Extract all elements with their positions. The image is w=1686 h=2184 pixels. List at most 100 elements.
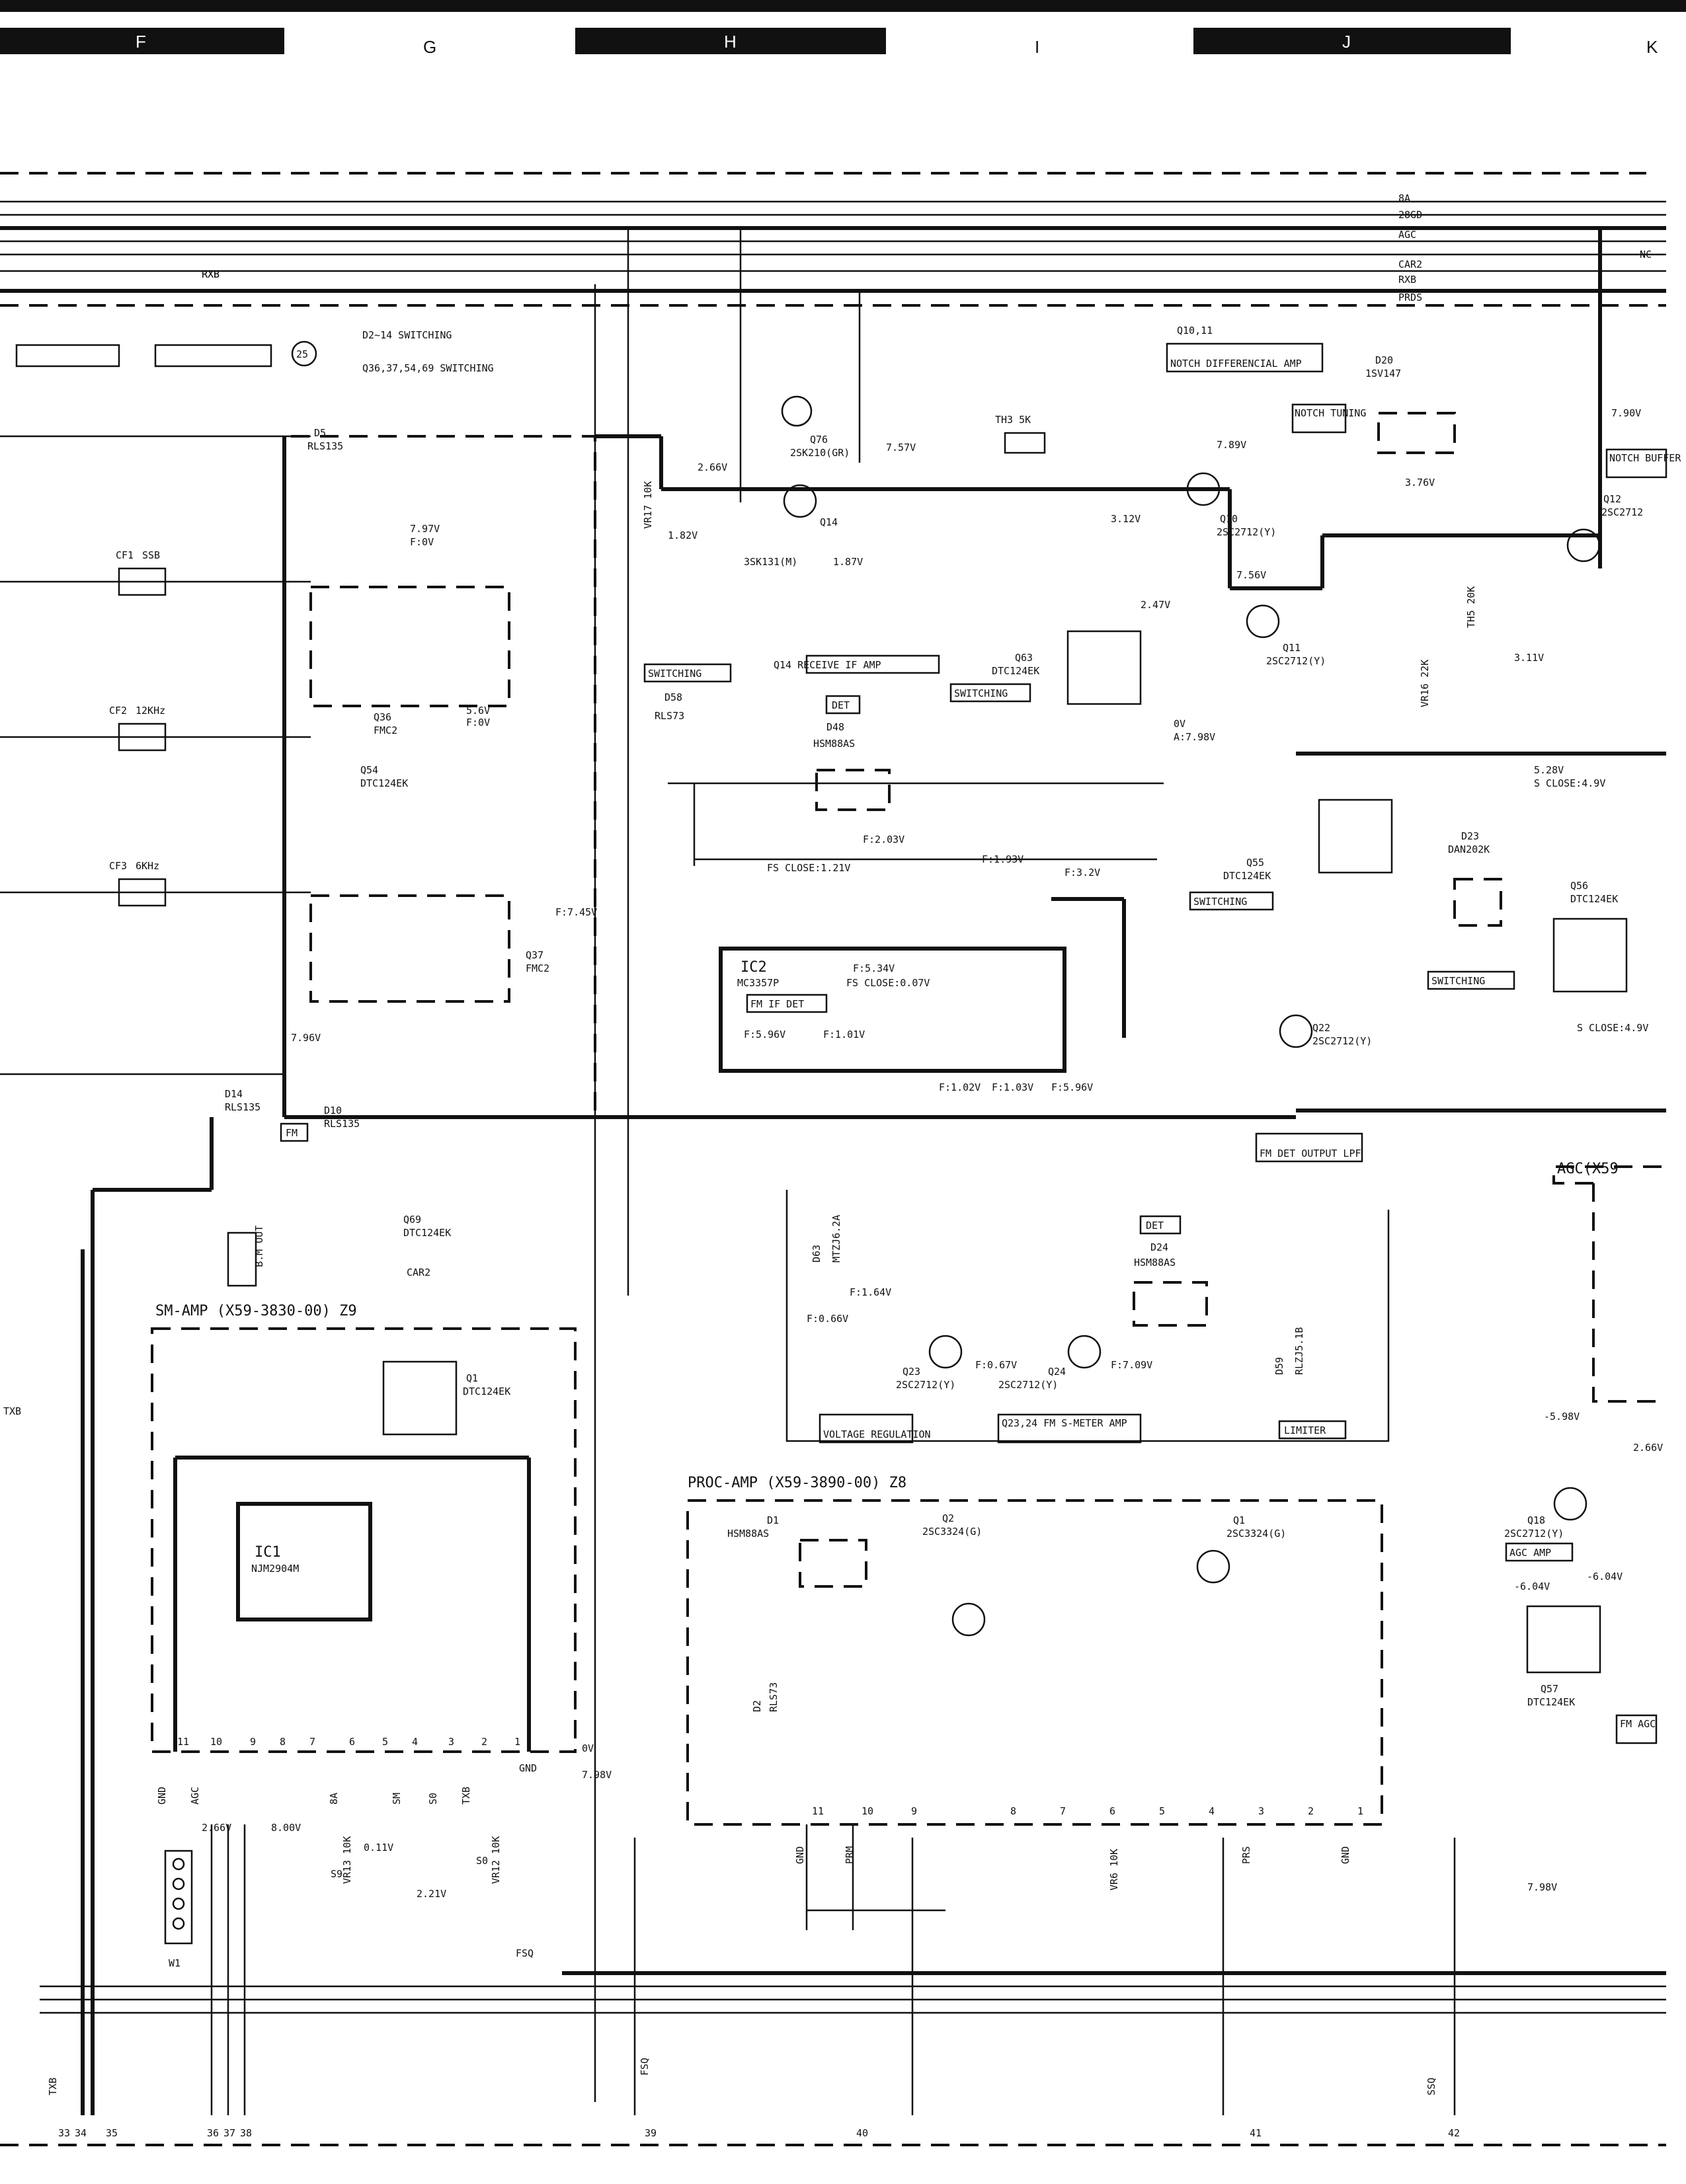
proc-amp-title: PROC-AMP (X59-3890-00) Z8 (688, 1475, 906, 1491)
zone-label-j: J (1342, 32, 1351, 52)
bus-label-rxb-left: RXB (202, 268, 220, 280)
proc-pin-8: 8 (1010, 1805, 1016, 1817)
d48-ref: D48 (826, 721, 844, 733)
q57-symbol (1526, 1605, 1601, 1674)
proc-d2-part: RLS73 (768, 1682, 780, 1712)
filter-cf1 (118, 567, 167, 596)
q37-package (309, 894, 510, 1003)
v-s-close-4-9-b: S CLOSE:4.9V (1577, 1022, 1648, 1034)
bus-label-nc: NC (1640, 249, 1652, 260)
d23-switching-section: Q55 DTC124EK SWITCHING Q56 DTC124EK D23 … (1189, 752, 1666, 1034)
bus-label-car2: CAR2 (1398, 258, 1422, 270)
label-voltage-regulation: VOLTAGE REGULATION (823, 1428, 931, 1440)
proc-pin-10: 10 (862, 1805, 873, 1817)
if-notch-section: Q76 2SK210(GR) Q14 3SK131(M) Q10 2SC2712… (594, 228, 1681, 2102)
filter-cf3-ref: CF3 (109, 860, 127, 872)
q23-ref: Q23 (903, 1366, 920, 1378)
v-neg-6-04-a: -6.04V (1514, 1580, 1550, 1592)
q24-ref: Q24 (1048, 1366, 1066, 1378)
q12-part: 2SC2712 (1601, 506, 1643, 518)
q11-symbol (1246, 604, 1280, 639)
v-5-6: 5.6V (466, 705, 490, 717)
v-f-0-67: F:0.67V (975, 1359, 1017, 1371)
v-7-57: 7.57V (886, 442, 916, 453)
q36-ref: Q36 (374, 711, 391, 723)
v-3-76: 3.76V (1405, 477, 1435, 488)
v-7-96: 7.96V (291, 1032, 321, 1044)
v-f0-b: F:0V (466, 717, 490, 728)
v-f-5-34: F:5.34V (853, 962, 895, 974)
proc-pin-name-gnd-a: GND (794, 1846, 806, 1864)
v-3-12: 3.12V (1111, 513, 1141, 525)
bus-label-rxb: RXB (1398, 274, 1416, 286)
ic2-part: MC3357P (737, 977, 779, 989)
v-f745: F:7.45V (555, 906, 597, 918)
proc-pin-1: 1 (1357, 1805, 1363, 1817)
d23-package (1453, 878, 1502, 927)
d48-part: HSM88AS (813, 738, 855, 750)
pin-40: 40 (856, 2127, 868, 2139)
pin-42: 42 (1448, 2127, 1460, 2139)
zone-label-h: H (724, 32, 737, 52)
q11-ref: Q11 (1283, 642, 1301, 654)
sm-pin-name-txb: TXB (460, 1787, 472, 1805)
v-5-28: 5.28V (1534, 764, 1564, 776)
v-f-0-66: F:0.66V (807, 1313, 848, 1325)
sm-pin-6: 6 (349, 1736, 355, 1748)
proc-q1-ref: Q1 (1233, 1514, 1245, 1526)
proc-pin-2: 2 (1308, 1805, 1314, 1817)
proc-q2-part: 2SC3324(G) (922, 1526, 982, 1538)
bus-label-agc: AGC (1398, 229, 1416, 241)
d24-ref: D24 (1150, 1241, 1168, 1253)
v-2-66-sm: 2.66V (202, 1822, 231, 1834)
vr17-label: VR17 10K (642, 481, 654, 529)
filter-cf2 (118, 722, 167, 752)
q10-ref: Q10 (1220, 513, 1238, 525)
label-notch-buffer: NOTCH BUFFER (1609, 452, 1681, 464)
v-f-2-03: F:2.03V (863, 834, 904, 845)
zone-label-f: F (136, 32, 146, 52)
label-fm-smeter-amp: Q23,24 FM S-METER AMP (1002, 1417, 1127, 1429)
v-f-5-96-a: F:5.96V (744, 1029, 785, 1040)
filter-cf1-ref: CF1 (116, 549, 134, 561)
ic1-ref: IC1 (255, 1544, 281, 1561)
v-1-82: 1.82V (668, 529, 698, 541)
q37-ref: Q37 (526, 949, 543, 961)
label-vr6: VR6 10K (1108, 1849, 1120, 1891)
agc-section: AGC(X59 Q18 2SC2712(Y) AGC AMP Q57 DTC12… (1504, 1161, 1666, 1893)
q24-part: 2SC2712(Y) (998, 1379, 1058, 1391)
d20-part: 1SV147 (1365, 368, 1401, 379)
zone-label-k: K (1646, 37, 1658, 57)
label-q10-11: Q10,11 (1177, 325, 1213, 336)
sm-pin-name-gnd-a: GND (156, 1787, 168, 1805)
connector-25-label: 25 (296, 348, 308, 360)
sm-amp-module: SM-AMP (X59-3830-00) Z9 IC1 NJM2904M Q1 … (151, 1303, 612, 1969)
bus-label-car2-mid: CAR2 (407, 1267, 430, 1278)
v-2-47: 2.47V (1141, 599, 1170, 611)
vr16-label: VR16 22K (1419, 660, 1431, 707)
pin-37: 37 (223, 2127, 235, 2139)
d58-ref: D58 (664, 691, 682, 703)
sm-pin-name-sm: SM (391, 1793, 403, 1805)
zone-header: F G H I J K (0, 0, 1686, 57)
d59-ref: D59 (1273, 1357, 1285, 1375)
sm-q1-part: DTC124EK (463, 1385, 510, 1397)
filter-cf2-ref: CF2 (109, 705, 127, 717)
v-f-1-64: F:1.64V (850, 1286, 891, 1298)
q55-symbol (1318, 799, 1393, 874)
v-2-66-agc: 2.66V (1633, 1442, 1663, 1454)
proc-pin-9: 9 (911, 1805, 917, 1817)
q23-part: 2SC2712(Y) (896, 1379, 955, 1391)
filter-cf2-part: 12KHz (136, 705, 165, 717)
sm-pin-name-agc: AGC (189, 1787, 201, 1805)
sm-pin-4: 4 (412, 1736, 418, 1748)
q12-ref: Q12 (1603, 493, 1621, 505)
proc-pin-6: 6 (1109, 1805, 1115, 1817)
q55-ref: Q55 (1246, 857, 1264, 869)
label-agc-amp: AGC AMP (1509, 1547, 1551, 1559)
label-notch-tuning: NOTCH TUNING (1295, 407, 1366, 419)
q54-part: DTC124EK (360, 777, 408, 789)
ic1-part: NJM2904M (251, 1563, 299, 1575)
pin-39: 39 (645, 2127, 657, 2139)
q18-part: 2SC2712(Y) (1504, 1528, 1564, 1540)
